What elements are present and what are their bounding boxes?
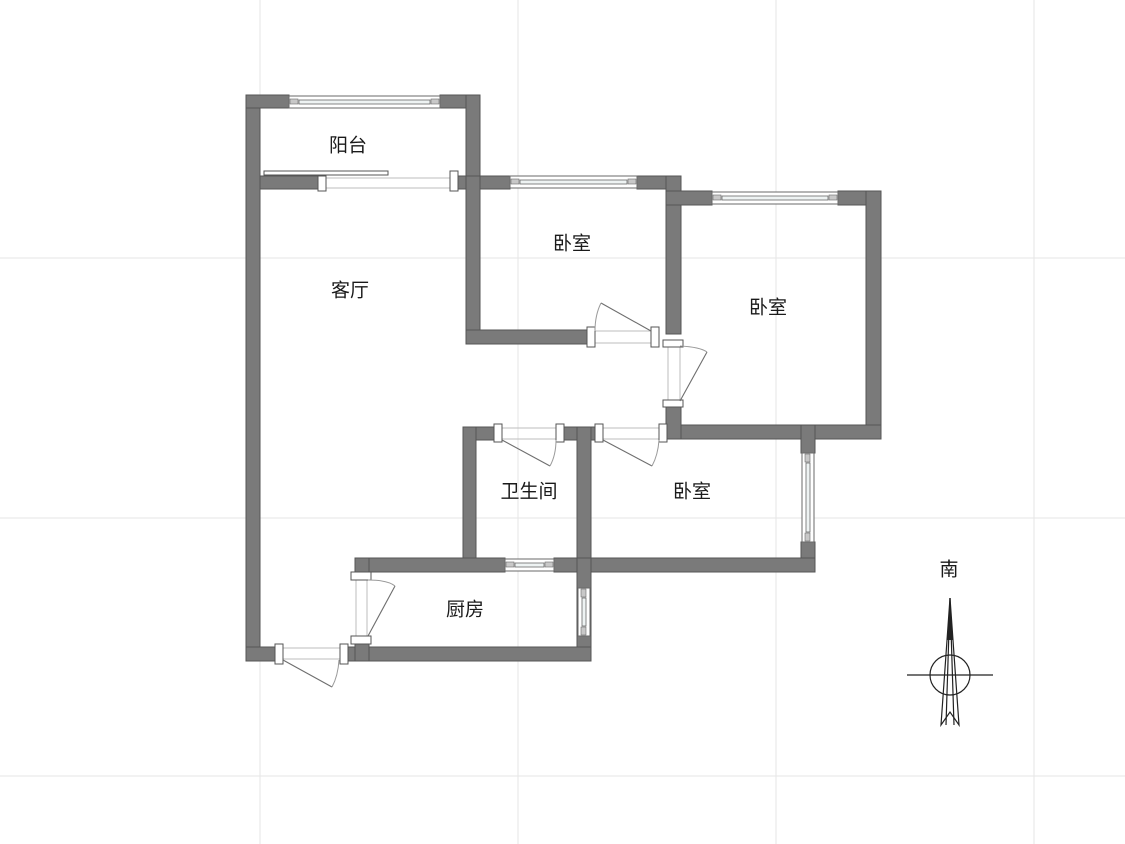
- room-label-balcony: 阳台: [329, 135, 367, 157]
- room-label-bathroom: 卫生间: [500, 481, 557, 503]
- windows: [288, 95, 839, 637]
- door-bedroom-north: [586, 302, 660, 348]
- walls: [245, 94, 882, 662]
- room-label-living-room: 客厅: [331, 280, 369, 302]
- compass-label: 南: [939, 559, 958, 581]
- window-bathroom: [504, 558, 555, 572]
- window-kitchen: [577, 587, 591, 637]
- compass-icon: 南: [907, 559, 993, 728]
- room-labels: 阳台 客厅 卧室 卧室 卫生间 卧室 厨房: [329, 135, 787, 621]
- window-bedroom-north: [509, 175, 638, 189]
- window-balcony: [288, 95, 441, 109]
- room-label-bedroom-north: 卧室: [553, 233, 591, 255]
- window-bedroom-south: [801, 452, 815, 543]
- doors: [274, 302, 708, 688]
- room-label-bedroom-south: 卧室: [673, 481, 711, 503]
- door-kitchen: [350, 571, 396, 645]
- room-label-kitchen: 厨房: [446, 599, 484, 621]
- window-bedroom-east: [711, 191, 839, 205]
- door-bedroom-east: [662, 339, 708, 408]
- door-bedroom-south: [594, 423, 668, 467]
- sliding-door-balcony: [263, 170, 459, 192]
- door-bathroom: [493, 423, 565, 467]
- room-label-bedroom-east: 卧室: [749, 297, 787, 319]
- door-entrance: [274, 643, 349, 688]
